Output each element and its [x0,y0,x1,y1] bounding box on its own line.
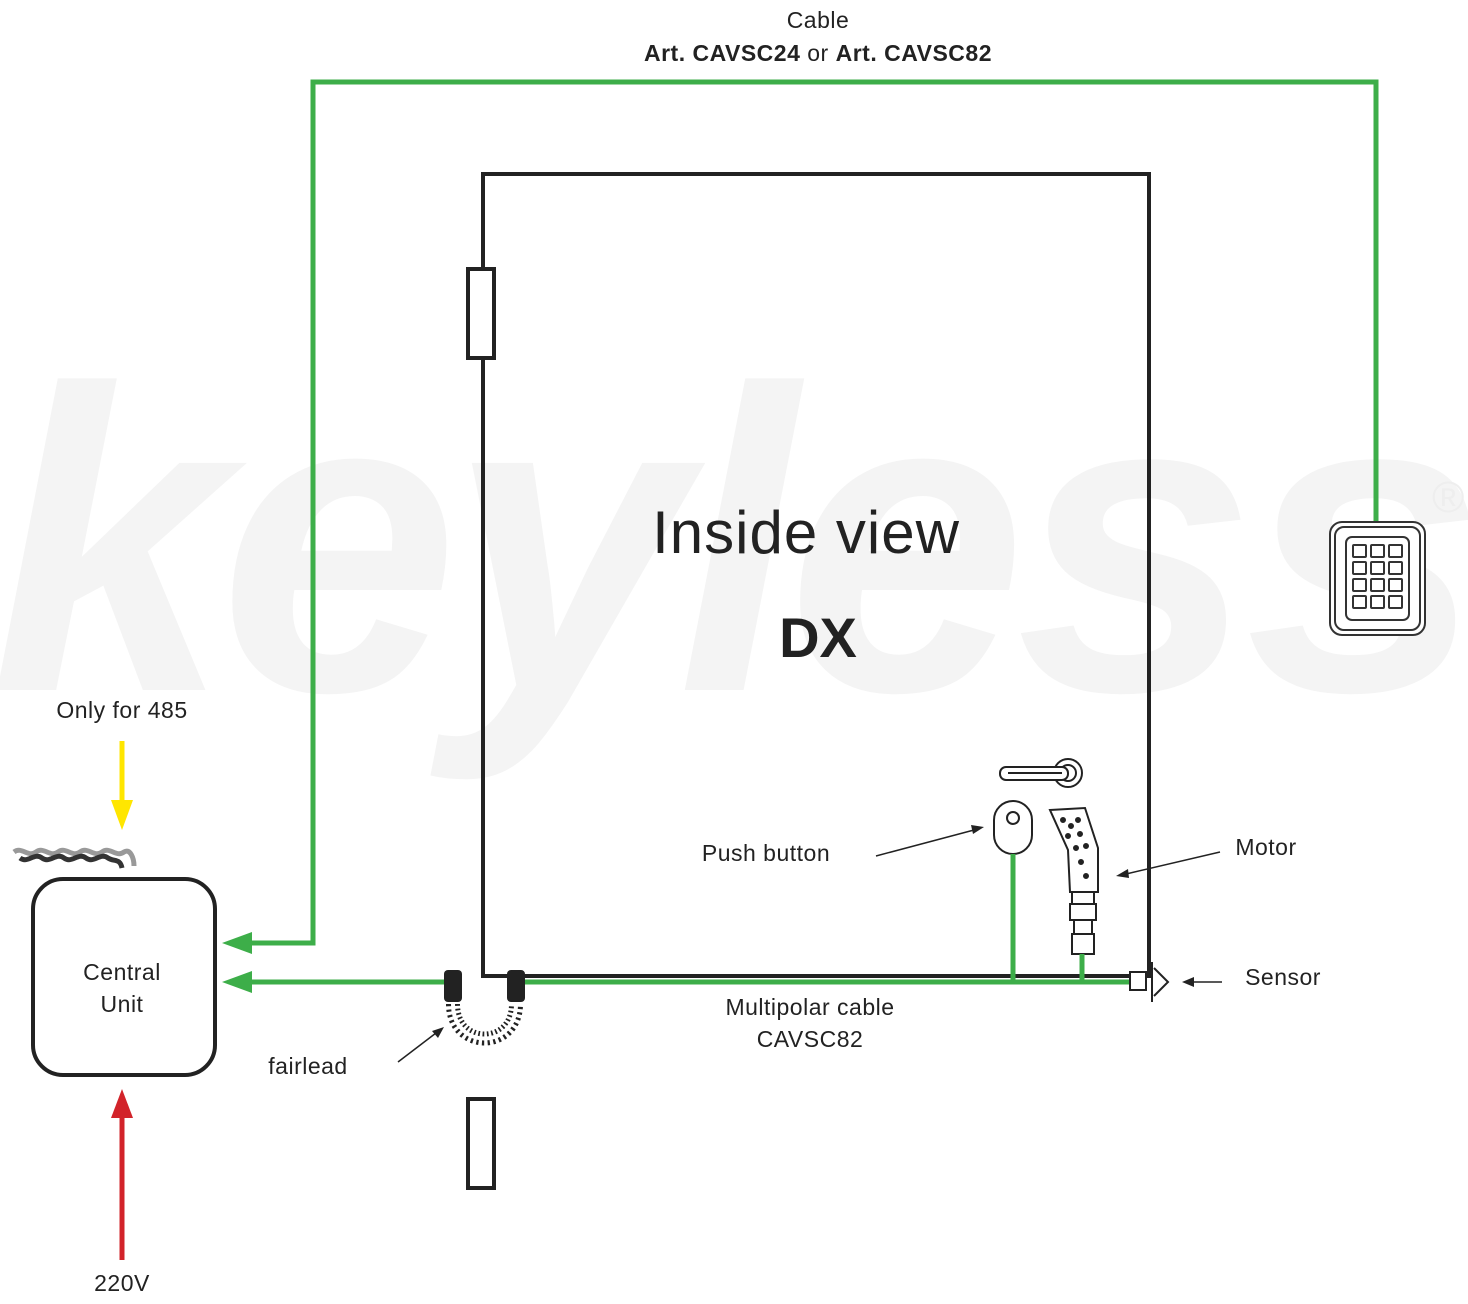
cable-article-1: Art. CAVSC24 [644,40,800,66]
sensor-pointer-head [1182,977,1194,987]
power-arrow-head [111,1089,133,1118]
power-label: 220V [94,1270,150,1296]
cable-label: Cable [787,7,850,33]
multipolar-cable-arrowhead [222,971,252,993]
cable-article-2: Art. CAVSC82 [836,40,992,66]
central-unit-box [31,877,217,1077]
door-outline [481,172,1151,978]
fairlead-pointer [397,1032,437,1063]
door-side: DX [779,606,857,669]
motor-icon [1048,806,1099,955]
push-button-icon [993,800,1033,855]
motor-pointer-head [1116,869,1129,878]
twisted-wire-icon [12,847,137,869]
push-button-label: Push button [702,840,830,866]
sensor-icon [1129,962,1170,1002]
keypad-cable [246,79,1379,946]
bus-arrow-head [111,800,133,830]
keypad-cable-arrowhead [222,932,252,954]
motor-pointer [1125,851,1221,875]
watermark-registered-mark: ® [1432,473,1464,522]
push-button-pointer [875,829,975,857]
central-unit-label-line1: Central [83,959,161,985]
cable-article-line: Art. CAVSC24 or Art. CAVSC82 [644,40,992,66]
fairlead-pointer-head [432,1027,444,1038]
only-for-485-label: Only for 485 [56,697,187,723]
door-title: Inside view [652,499,960,566]
fairlead-label: fairlead [268,1053,347,1079]
hinge-icon [466,267,496,360]
central-unit-label-line2: Unit [101,991,144,1017]
fairlead-icon [444,970,525,1046]
handle-icon [999,758,1083,788]
push-button-pointer-head [971,825,984,834]
sensor-label: Sensor [1245,964,1321,990]
multipolar-cable-label-line2: CAVSC82 [757,1026,864,1052]
motor-label: Motor [1235,834,1296,860]
cable-article-or: or [800,40,835,66]
hinge-icon [466,1097,496,1190]
keypad-icon [1329,521,1426,636]
watermark-text: keyless [0,302,1468,784]
multipolar-cable-label-line1: Multipolar cable [725,994,894,1020]
